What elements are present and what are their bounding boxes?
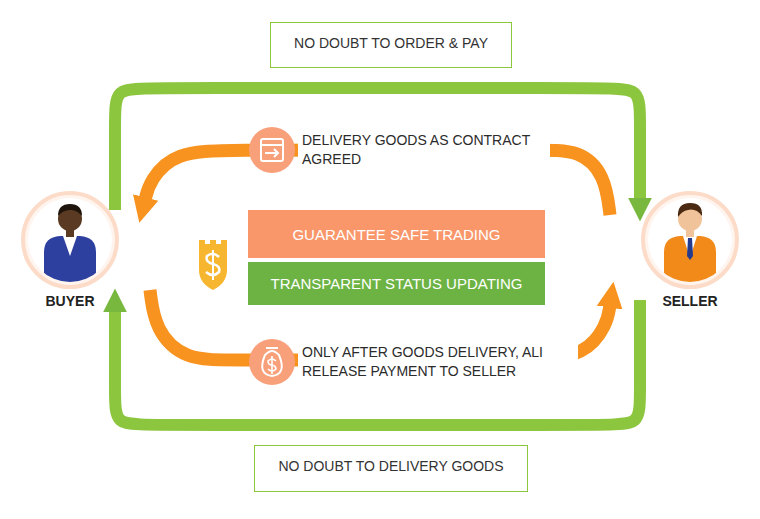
feature-band: GUARANTEE SAFE TRADING <box>248 210 545 258</box>
note-text: NO DOUBT TO ORDER & PAY <box>293 35 489 51</box>
buyer-figure <box>23 193 117 287</box>
note-box: NO DOUBT TO ORDER & PAY <box>270 22 512 68</box>
party-label: BUYER <box>20 195 120 309</box>
feature-band: TRANSPARENT STATUS UPDATING <box>248 262 545 305</box>
note-text: NO DOUBT TO DELIVERY GOODS <box>277 458 505 474</box>
step-text: ONLY AFTER GOODS DELIVERY, ALI RELEASE P… <box>298 341 578 383</box>
party-name: BUYER <box>20 293 120 309</box>
shield-icon <box>199 240 227 290</box>
step-text: DELIVERY GOODS AS CONTRACT AGREED <box>298 129 550 171</box>
note-box: NO DOUBT TO DELIVERY GOODS <box>254 445 528 492</box>
delivery-icon <box>249 127 295 173</box>
seller-figure <box>643 193 737 287</box>
flow-arrow <box>115 300 640 425</box>
band-text: GUARANTEE SAFE TRADING <box>292 226 500 243</box>
party-label: SELLER <box>640 195 740 309</box>
money-bag-icon <box>249 339 295 385</box>
band-text: TRANSPARENT STATUS UPDATING <box>271 275 523 292</box>
party-name: SELLER <box>640 293 740 309</box>
